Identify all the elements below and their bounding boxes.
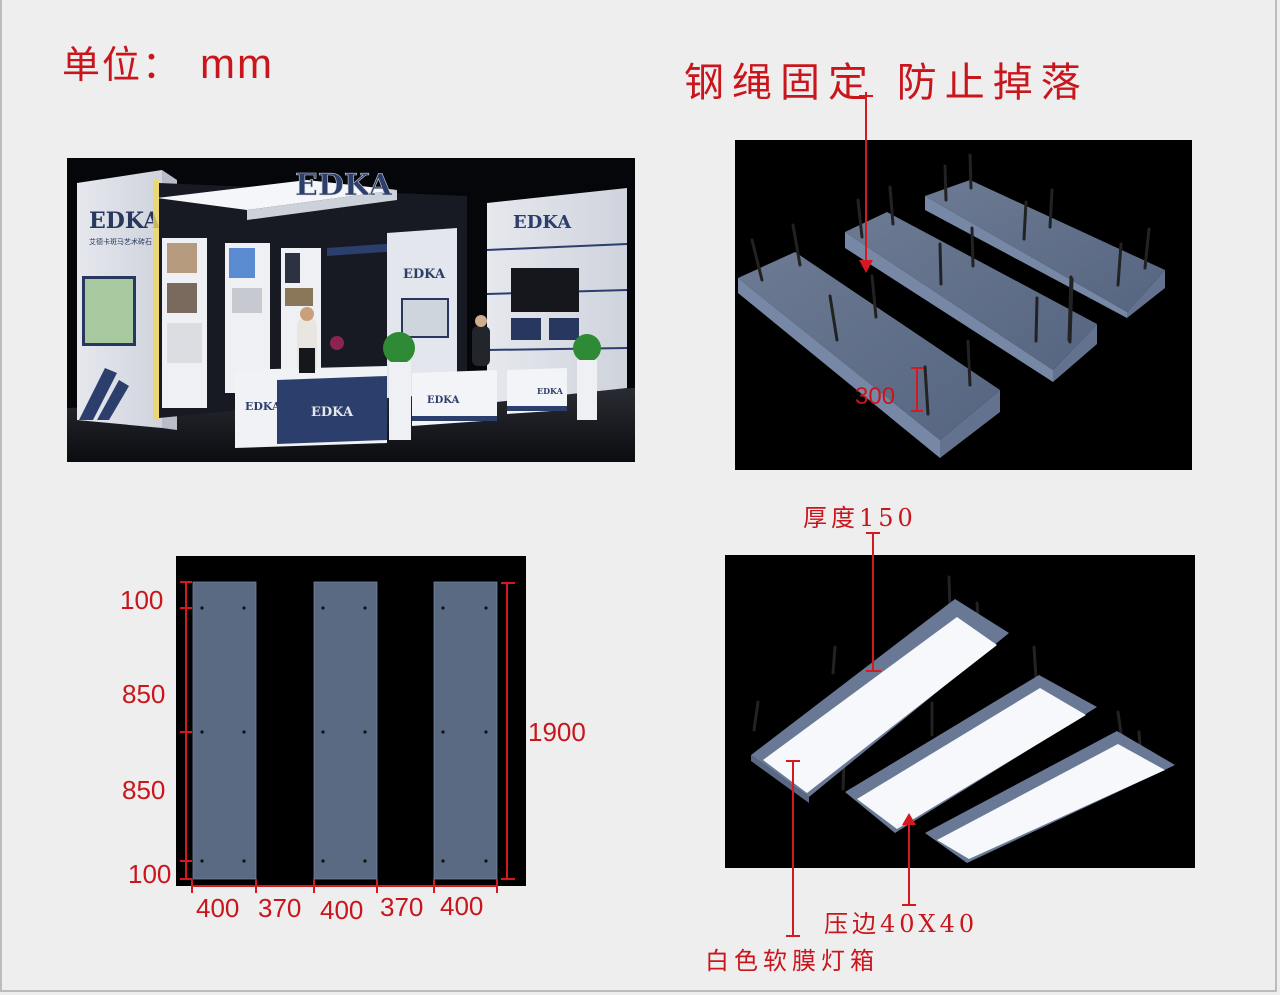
edge-label: 压边40X40 — [824, 904, 978, 939]
lightbox-pointer-stem — [792, 868, 794, 936]
lightbox-label: 白色软膜灯箱 — [705, 947, 879, 975]
svg-text:EDKA: EDKA — [513, 212, 572, 233]
edge-pointer-stem — [908, 868, 910, 905]
thickness-label-text: 厚度150 — [803, 504, 917, 532]
edge-label-text: 压边40X40 — [824, 910, 979, 938]
svg-text:EDKA: EDKA — [403, 267, 446, 282]
svg-text:艾德卡斑马艺术砖石: 艾德卡斑马艺术砖石 — [89, 237, 152, 246]
svg-text:EDKA: EDKA — [311, 405, 354, 420]
rope-arrow-stem — [865, 92, 867, 140]
dim-box-width-1: 400 — [196, 893, 240, 923]
svg-text:EDKA: EDKA — [295, 168, 393, 203]
dim-box-width-2: 400 — [320, 895, 364, 925]
svg-text:EDKA: EDKA — [537, 386, 564, 396]
dim-gap-2: 370 — [380, 892, 424, 922]
rope-note: 钢绳固定 防止掉落 — [684, 60, 1089, 106]
thickness-marker-tick — [866, 532, 880, 534]
unit-title: 单位： mm — [62, 34, 274, 89]
svg-text:EDKA: EDKA — [89, 208, 161, 234]
rope-arrow-tick — [859, 95, 873, 97]
underside-view — [725, 555, 1195, 868]
rope-length-label: 300 — [855, 383, 896, 410]
lightbox-illustration — [751, 555, 1175, 868]
dim-top-margin: 100 — [120, 585, 164, 615]
thickness-label: 厚度150 — [803, 498, 917, 533]
dim-gap-1: 370 — [258, 893, 302, 923]
thickness-marker-stem — [872, 532, 874, 555]
dim-bottom-margin: 100 — [128, 859, 172, 889]
unit-value: mm — [200, 40, 274, 87]
booth-render: EDKA 艾德卡斑马艺术砖石 EDKA EDKA EDKA — [67, 158, 635, 462]
booth-illustration: EDKA 艾德卡斑马艺术砖石 EDKA EDKA EDKA — [67, 158, 635, 462]
dim-box-width-3: 400 — [440, 891, 484, 921]
unit-label: 单位： — [62, 43, 183, 87]
plan-horizontal-dimension-line — [191, 879, 498, 893]
svg-text:EDKA: EDKA — [427, 395, 460, 406]
suspended-boxes-illustration — [738, 140, 1165, 458]
perspective-view: 300 — [735, 140, 1192, 470]
edge-pointer-tick — [902, 904, 916, 906]
dim-upper-span: 850 — [122, 679, 166, 709]
plan-view — [176, 556, 526, 886]
dim-total-height: 1900 — [528, 717, 586, 747]
plan-illustration — [180, 581, 515, 880]
svg-text:EDKA: EDKA — [245, 400, 281, 413]
lightbox-pointer-tick — [786, 935, 800, 937]
dim-lower-span: 850 — [122, 775, 166, 805]
